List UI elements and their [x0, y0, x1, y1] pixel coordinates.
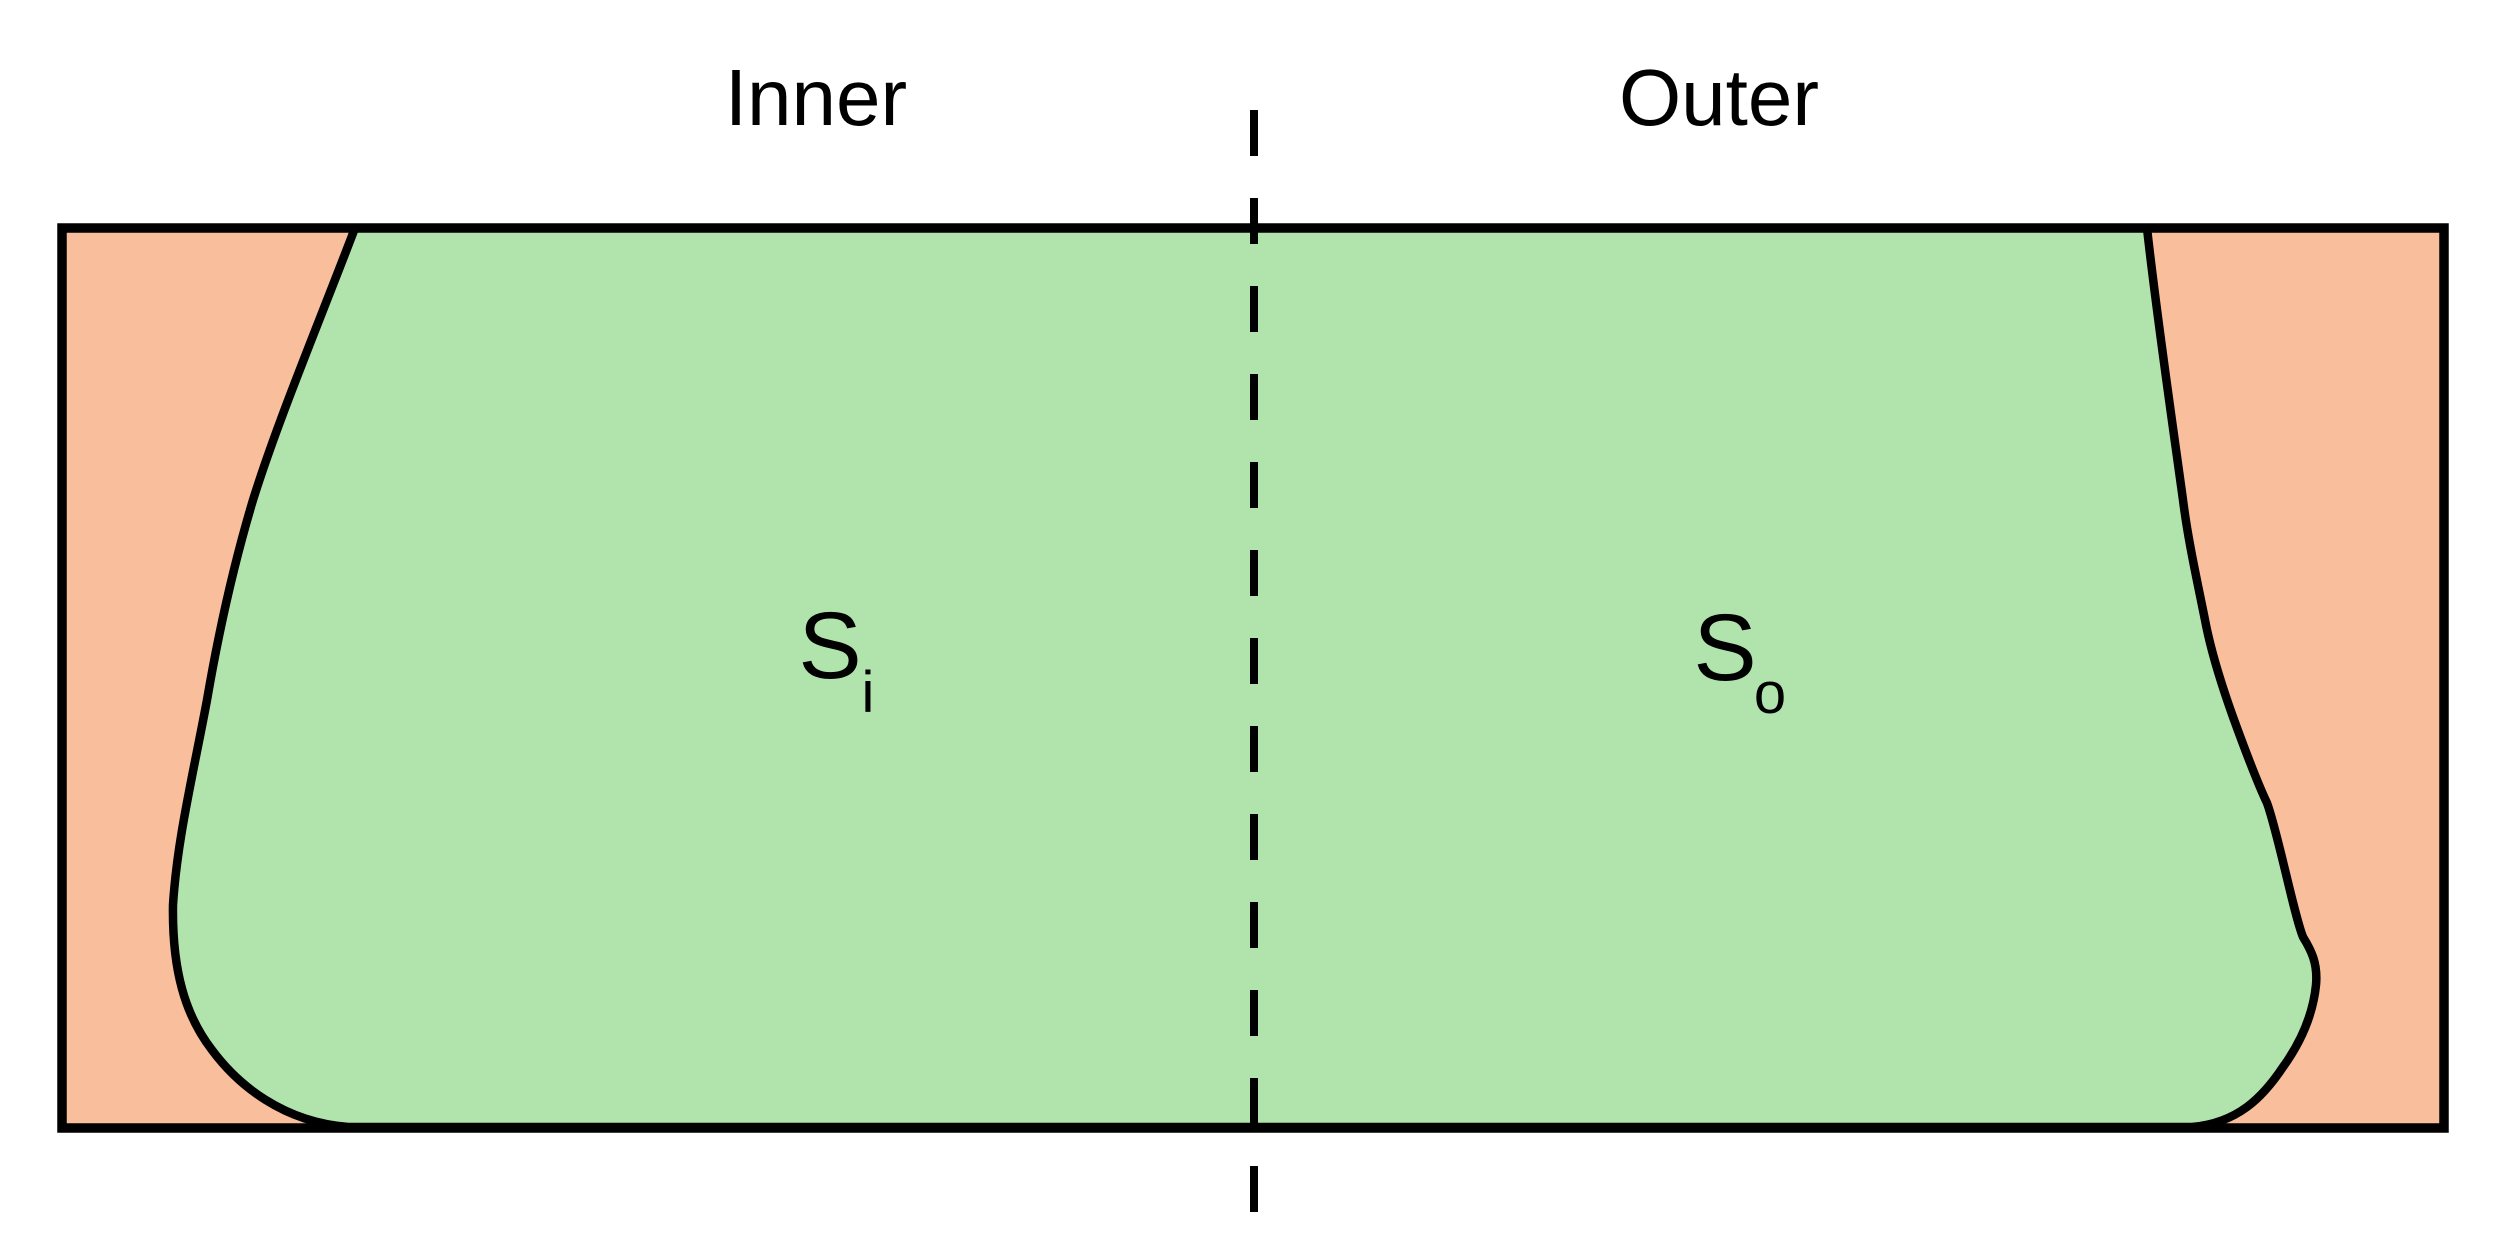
green-surface-region: [168, 223, 2321, 1132]
outer-surface-symbol: S: [1693, 595, 1756, 701]
inner-surface-symbol: S: [798, 593, 861, 699]
outer-surface-subscript: o: [1754, 661, 1786, 726]
inner-header-label: Inner: [725, 53, 907, 142]
inner-surface-subscript: i: [862, 660, 875, 725]
outer-header-label: Outer: [1619, 53, 1819, 142]
